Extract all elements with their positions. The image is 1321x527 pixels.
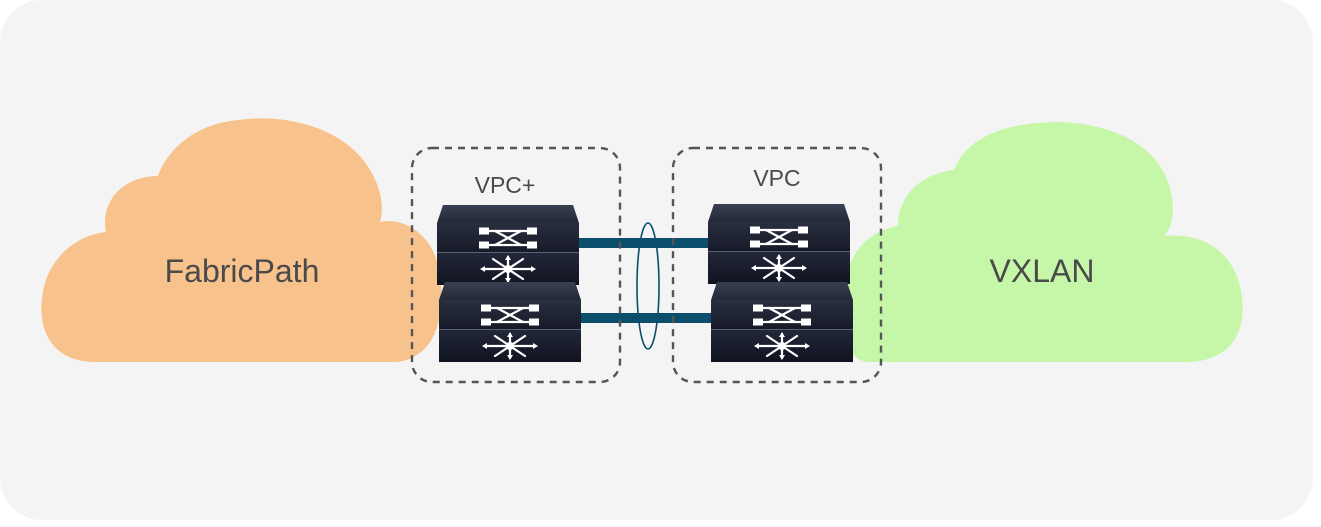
- vpc-label: VPC: [753, 165, 800, 191]
- fabricpath-cloud: FabricPath: [41, 118, 442, 362]
- link-bottom: [578, 313, 712, 323]
- switch-icon: [435, 203, 581, 287]
- switch-icon: [437, 280, 583, 364]
- switch-icon: [706, 202, 852, 286]
- vxlan-cloud: VXLAN: [841, 122, 1243, 362]
- inter-vpc-links: [578, 238, 712, 323]
- port-channel-ellipse-icon: [636, 222, 660, 350]
- vpc-group: VPC: [671, 146, 883, 384]
- fabricpath-cloud-shape: [41, 118, 442, 362]
- vxlan-label: VXLAN: [990, 253, 1095, 289]
- switch-icon: [709, 280, 855, 364]
- vpc-plus-group: VPC+: [410, 146, 622, 384]
- vpc-plus-label: VPC+: [475, 172, 536, 198]
- link-top: [578, 238, 712, 248]
- vpc-boundary: [671, 146, 883, 384]
- vpc-plus-boundary: [410, 146, 622, 384]
- fabricpath-label: FabricPath: [165, 253, 320, 289]
- vxlan-cloud-shape: [841, 122, 1243, 362]
